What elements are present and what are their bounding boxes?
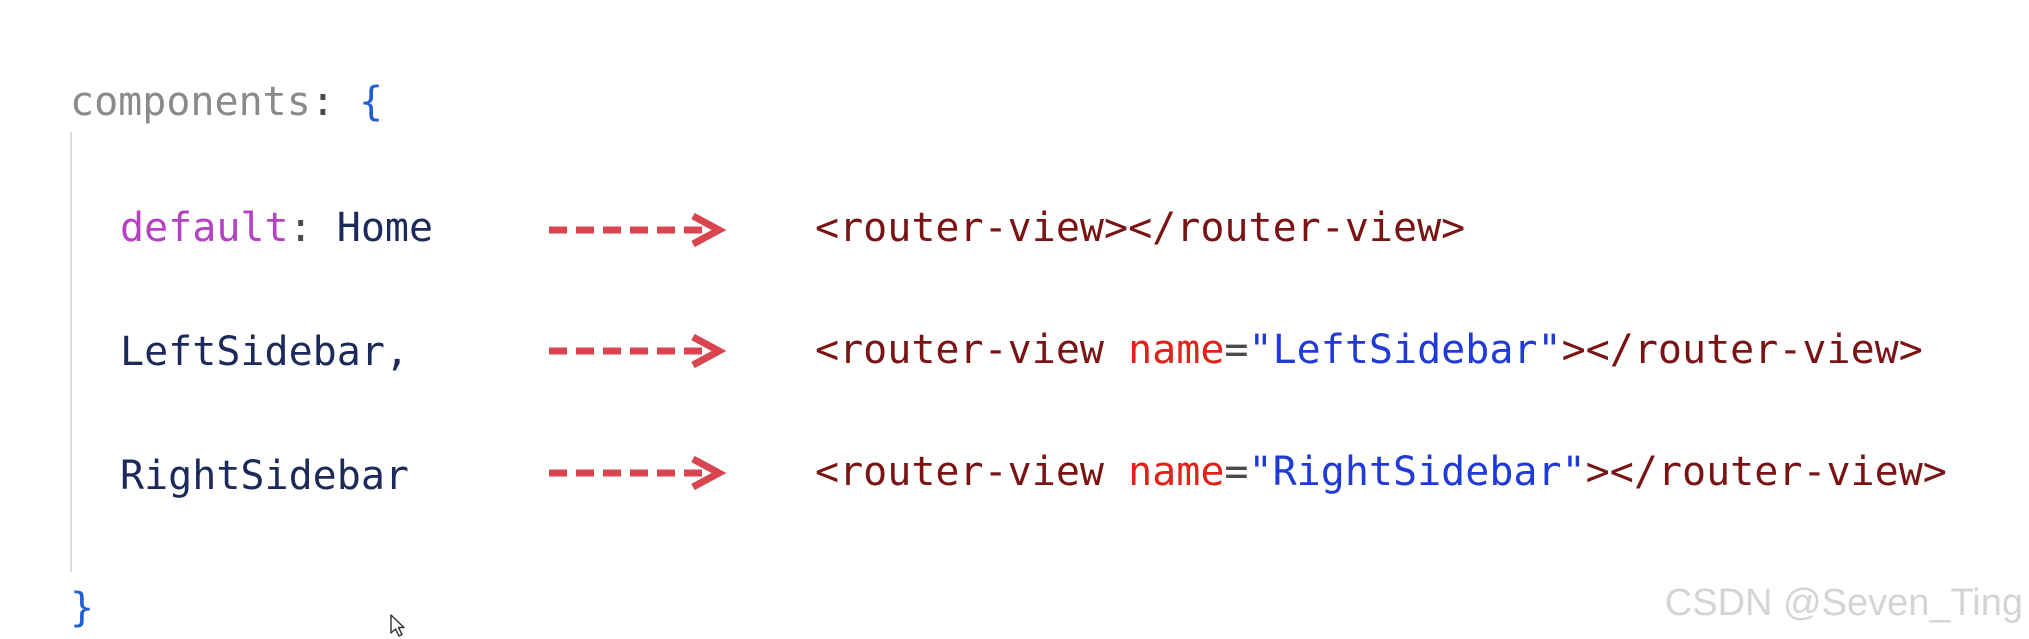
left-sidebar-ident: LeftSidebar,: [120, 329, 409, 375]
router-view-open-tag: <router-view>: [815, 205, 1129, 251]
router-view-default: <router-view></router-view>: [815, 208, 1465, 248]
router-view-right-tag-start: <router-view: [815, 449, 1129, 495]
router-view-right-sidebar: <router-view name="RightSidebar"></route…: [815, 452, 1947, 492]
arrow-right-sidebar: [549, 455, 727, 491]
router-view-close-tag: </router-view>: [1128, 205, 1466, 251]
home-value: Home: [336, 205, 434, 251]
left-sidebar-line: LeftSidebar,: [120, 332, 409, 372]
indent-guide: [70, 132, 72, 572]
arrow-left-sidebar: [549, 333, 727, 369]
router-view-left-tag-start: <router-view: [815, 327, 1129, 373]
default-line: default: Home: [120, 208, 433, 248]
equals-right: =: [1224, 449, 1249, 495]
close-brace: }: [70, 585, 95, 631]
right-sidebar-ident: RightSidebar: [120, 453, 409, 499]
equals-left: =: [1224, 327, 1249, 373]
components-line: components: {: [70, 82, 383, 122]
components-colon: :: [310, 79, 335, 125]
mouse-pointer-icon: [390, 614, 405, 637]
router-view-left-tag-end: ></router-view>: [1561, 327, 1923, 373]
router-view-right-tag-end: ></router-view>: [1585, 449, 1947, 495]
router-view-left-sidebar: <router-view name="LeftSidebar"></router…: [815, 330, 1923, 370]
left-sidebar-string: "LeftSidebar": [1248, 327, 1562, 373]
right-sidebar-string: "RightSidebar": [1248, 449, 1586, 495]
watermark-text: CSDN @Seven_Ting: [1664, 582, 2023, 624]
default-key: default: [120, 205, 289, 251]
components-key: components: [70, 79, 311, 125]
default-colon: :: [288, 205, 313, 251]
open-brace: {: [359, 79, 384, 125]
name-attr-left: name: [1128, 327, 1225, 373]
name-attr-right: name: [1128, 449, 1225, 495]
arrow-default: [549, 212, 727, 248]
right-sidebar-line: RightSidebar: [120, 456, 409, 496]
